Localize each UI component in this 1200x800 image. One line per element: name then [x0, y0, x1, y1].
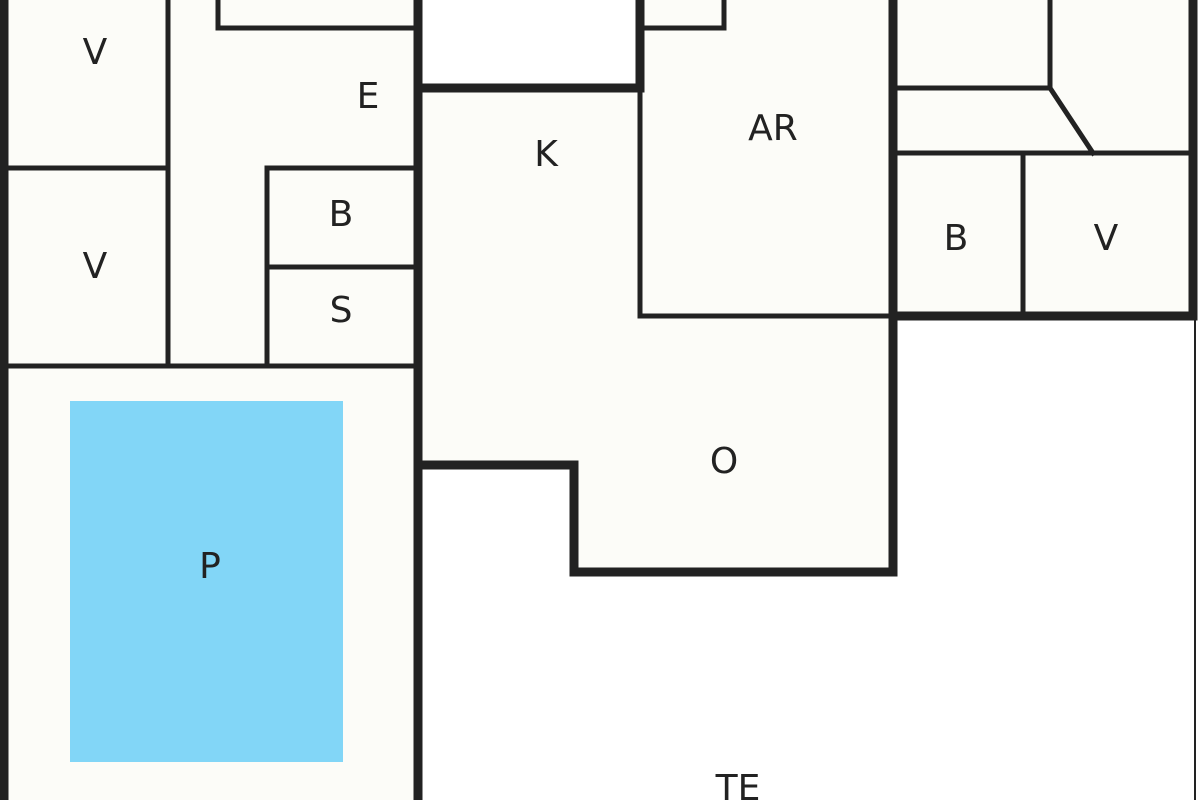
- room-label-v-right: V: [1094, 218, 1119, 259]
- center-fill: [418, 0, 893, 572]
- room-label-e: E: [357, 76, 380, 117]
- room-label-v-top: V: [83, 32, 108, 73]
- room-label-v-middle: V: [83, 246, 108, 287]
- room-label-ar: AR: [748, 108, 798, 149]
- right-wing-fill: [893, 0, 1193, 318]
- thin-walls: [5, 0, 1196, 369]
- room-label-s: S: [330, 290, 353, 331]
- room-label-te: TE: [715, 768, 761, 800]
- room-label-o: O: [710, 441, 738, 482]
- room-label-k: K: [534, 134, 559, 175]
- room-label-b-right: B: [944, 218, 969, 259]
- top-center-box-fill: [418, 0, 640, 88]
- pool: [70, 401, 343, 762]
- room-label-p: P: [199, 546, 221, 587]
- room-label-b-left: B: [329, 194, 354, 235]
